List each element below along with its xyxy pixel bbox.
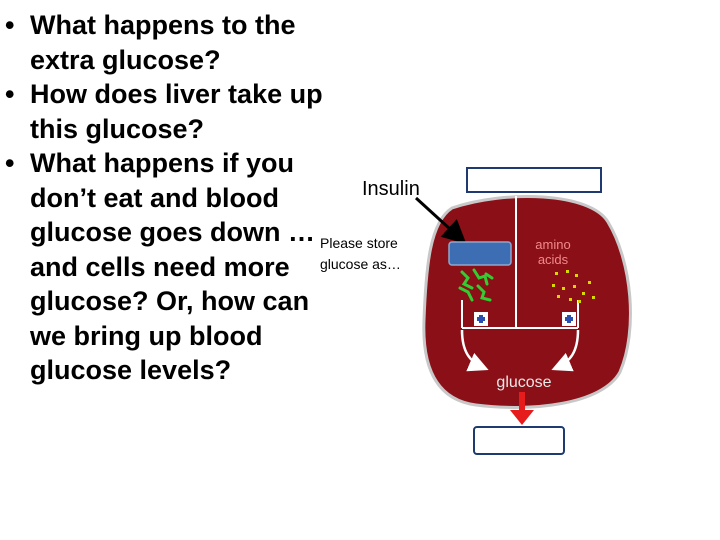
plus-icon xyxy=(474,312,488,326)
store-note-line: glucose as… xyxy=(320,256,401,272)
red-arrow-shaft xyxy=(519,392,525,412)
question-item: • What happens if you don’t eat and blood… xyxy=(0,146,330,388)
red-arrow-head xyxy=(510,410,534,425)
glycogen-icon xyxy=(458,268,494,302)
insulin-label: Insulin xyxy=(362,178,420,200)
plus-icon xyxy=(562,312,576,326)
curved-arrow-right xyxy=(551,329,580,372)
curved-arrow-left xyxy=(460,329,489,372)
receptor-box xyxy=(448,241,512,266)
question-list: • What happens to the extra glucose? • How… xyxy=(0,8,330,388)
answer-box-top[interactable] xyxy=(466,167,602,193)
store-note: Please store glucose as… xyxy=(320,233,401,275)
bullet-dot: • xyxy=(5,79,15,109)
glucose-label: glucose xyxy=(496,374,551,391)
amino-label: amino xyxy=(535,237,570,252)
question-item: • How does liver take up this glucose? xyxy=(0,77,330,146)
question-text: What happens if you don’t eat and blood … xyxy=(30,148,316,385)
question-text: How does liver take up this glucose? xyxy=(30,79,323,144)
answer-box-bottom[interactable] xyxy=(473,426,565,455)
store-note-line: Please store xyxy=(320,235,398,251)
bullet-dot: • xyxy=(5,148,15,178)
amino-acid-dots xyxy=(552,270,595,303)
question-item: • What happens to the extra glucose? xyxy=(0,8,330,77)
question-text: What happens to the extra glucose? xyxy=(30,10,296,75)
bullet-dot: • xyxy=(5,10,15,40)
amino-label: acids xyxy=(538,252,569,267)
insulin-arrow xyxy=(414,196,467,245)
